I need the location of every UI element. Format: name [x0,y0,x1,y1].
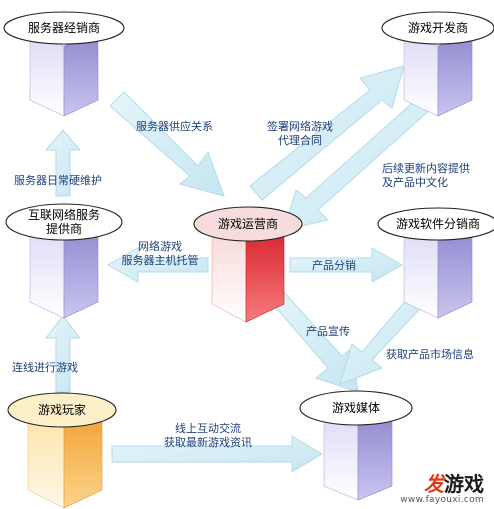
watermark-brand-part1: 发 [424,472,444,496]
edge-label-product-distribution: 产品分销 [312,259,356,272]
node-label-isp-provider: 互联网络服务 提供商 [27,208,100,236]
edge-label-market-info: 获取产品市场信息 [386,348,474,361]
arrow-server-hosting [106,247,209,283]
node-isp-provider [5,203,123,319]
node-server-dealer [3,11,125,117]
arrow-content-support [283,95,433,231]
arrow-sign-contract [249,65,405,201]
edge-label-online-exchange: 线上互动交流 获取最新游戏资讯 [164,422,252,449]
arrow-hardware-maintenance [44,129,82,197]
node-label-game-developer: 游戏开发商 [407,21,468,35]
watermark-brand-part2: 游戏 [444,472,484,496]
edge-label-online-play: 连线进行游戏 [12,361,78,374]
arrow-online-play [44,315,82,393]
arrow-server-supply [109,91,225,197]
arrow-online-exchange [111,435,323,473]
node-label-game-operator: 游戏运营商 [217,217,278,231]
node-game-developer [381,11,494,117]
node-game-operator [193,206,303,323]
edge-label-product-promotion: 产品宣传 [306,325,350,338]
node-software-distributor [377,207,494,319]
node-label-server-dealer: 服务器经销商 [27,21,100,35]
arrow-product-distribution [289,247,404,283]
edge-label-sign-contract: 签署网络游戏 代理合同 [267,120,333,147]
watermark-logo: 发游戏 www.fayouxi.com [400,473,484,505]
node-game-player [7,392,117,509]
node-label-game-player: 游戏玩家 [37,403,86,417]
edge-label-hardware-maintenance: 服务器日常硬维护 [14,174,102,187]
node-label-software-distributor: 游戏软件分销商 [395,217,480,231]
edge-label-server-supply: 服务器供应关系 [136,120,213,133]
node-game-media [299,390,413,501]
edge-label-server-hosting: 网络游戏 服务器主机托管 [121,240,199,267]
edge-label-content-support: 后续更新内容提供 及产品中文化 [382,162,470,189]
watermark-url: www.fayouxi.com [400,495,484,505]
node-label-game-media: 游戏媒体 [331,401,380,415]
